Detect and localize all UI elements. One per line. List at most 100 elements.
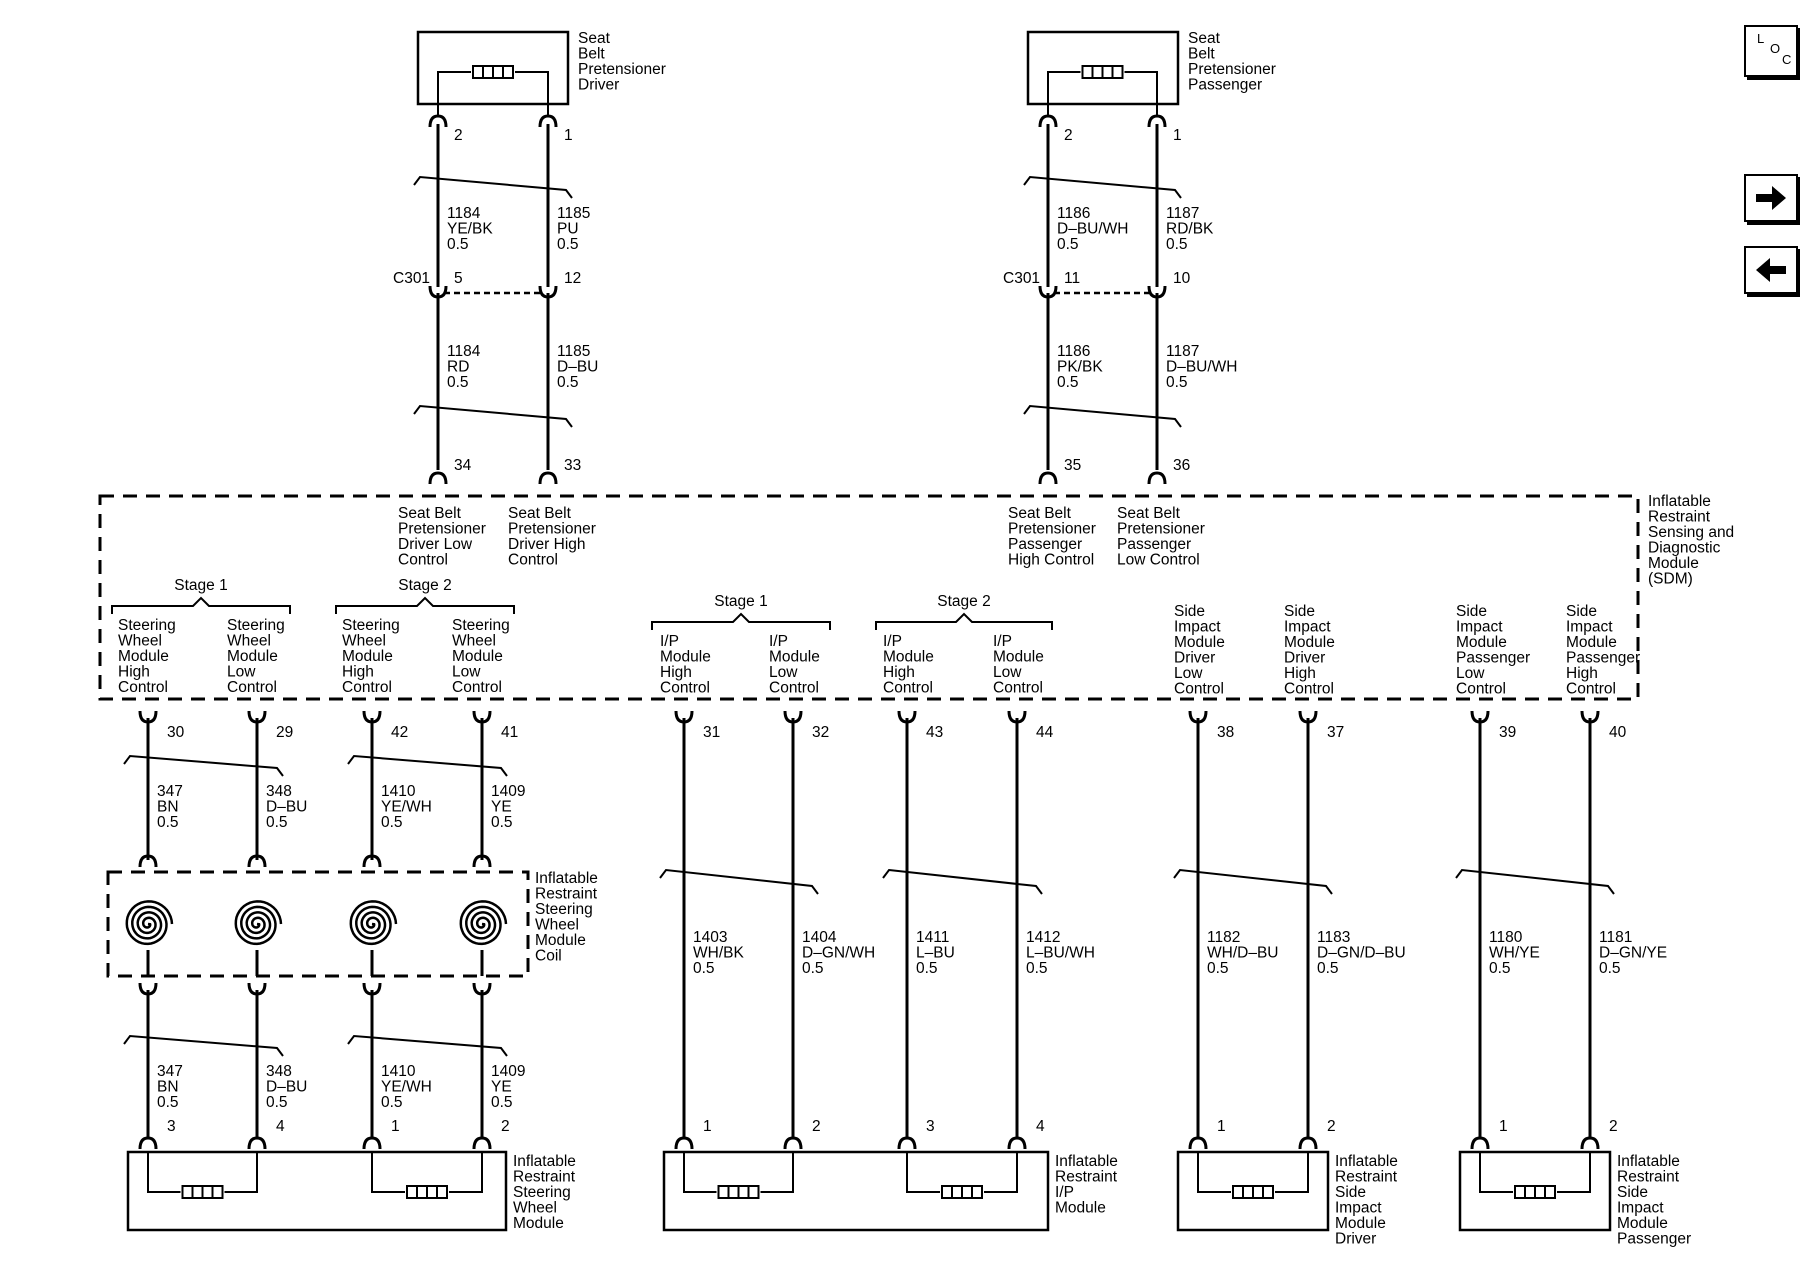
connector-terminal <box>472 1136 492 1150</box>
wire-label: 0.5 <box>491 814 513 831</box>
twisted-pair-marker <box>413 175 573 199</box>
component-label: Inflatable <box>1617 1153 1680 1170</box>
wire-label: YE <box>491 799 512 816</box>
component-label: Inflatable <box>1648 493 1711 510</box>
stage-bracket <box>875 612 1053 630</box>
pin-number: 3 <box>926 1118 935 1135</box>
wire-label: 0.5 <box>693 960 715 977</box>
pin-number: 1 <box>1173 127 1182 144</box>
pin-number: 33 <box>564 457 581 474</box>
component-label: Module <box>1648 555 1699 572</box>
component-label: Module <box>535 932 586 949</box>
pin-function-label: Steering <box>342 617 400 634</box>
pin-function-label: Control <box>118 679 168 696</box>
component-label: Steering <box>535 901 593 918</box>
previous-page-button[interactable] <box>1744 246 1798 294</box>
pin-number: 44 <box>1036 724 1054 741</box>
pin-function-label: Low <box>993 664 1022 681</box>
component-label: Restraint <box>1648 509 1711 526</box>
pin-function-label: Module <box>227 648 278 665</box>
pin-function-label: Driver Low <box>398 536 473 553</box>
wire-label: WH/YE <box>1489 945 1540 962</box>
sdm-module-boundary <box>98 494 1640 701</box>
internal-wire <box>1275 1152 1309 1193</box>
wire-label: 1186 <box>1057 205 1090 222</box>
component-label: Inflatable <box>1335 1153 1398 1170</box>
twisted-pair-marker <box>882 868 1043 895</box>
pin-number: 34 <box>454 457 472 474</box>
pin-number: 2 <box>454 127 463 144</box>
pin-number: 41 <box>501 724 518 741</box>
next-page-button[interactable] <box>1744 174 1798 222</box>
twisted-pair-marker <box>1173 868 1333 895</box>
component-label: Restraint <box>513 1169 576 1186</box>
pin-number: 31 <box>703 724 720 741</box>
pin-function-label: Control <box>769 680 819 697</box>
wire-label: 0.5 <box>381 814 403 831</box>
internal-wire <box>515 71 549 116</box>
wire-label: 0.5 <box>1057 236 1079 253</box>
component-label: Passenger <box>1617 1231 1691 1248</box>
pin-function-label: Steering <box>118 617 176 634</box>
internal-wire <box>147 1152 181 1193</box>
wire-label: 1412 <box>1026 929 1060 946</box>
wire-label: 0.5 <box>1317 960 1339 977</box>
pin-function-label: Side <box>1456 603 1487 620</box>
component-label: Inflatable <box>1055 1153 1118 1170</box>
internal-wire <box>437 71 471 116</box>
wire-label: D–BU <box>266 1079 307 1096</box>
connector-terminal <box>1038 114 1058 128</box>
pin-function-label: High <box>883 664 915 681</box>
pin-function-label: Seat Belt <box>508 505 572 522</box>
stage-label: Stage 1 <box>174 577 227 594</box>
pin-function-label: Module <box>1174 634 1225 651</box>
wire-label: 1182 <box>1207 929 1240 946</box>
pin-function-label: Control <box>1174 681 1224 698</box>
twisted-pair-marker <box>659 868 819 895</box>
internal-wire <box>449 1152 483 1193</box>
wire-label: 0.5 <box>1207 960 1229 977</box>
clockspring-coil-icon <box>234 900 283 946</box>
wire-label: WH/D–BU <box>1207 945 1278 962</box>
pin-number: 5 <box>454 270 463 287</box>
pin-number: 2 <box>501 1118 510 1135</box>
loc-letter-l: L <box>1757 31 1765 46</box>
clockspring-coil-icon <box>125 900 174 946</box>
wire-label: 1185 <box>557 343 590 360</box>
pin-number: 1 <box>391 1118 400 1135</box>
pin-function-label: Driver High <box>508 536 586 553</box>
component-label: Driver <box>1335 1231 1376 1248</box>
pin-function-label: Low <box>452 664 481 681</box>
pin-function-label: Impact <box>1456 619 1503 636</box>
arrow-left-icon <box>1756 258 1786 282</box>
wire-label: 1185 <box>557 205 590 222</box>
wire-label: D–GN/D–BU <box>1317 945 1406 962</box>
component-label: Inflatable <box>535 870 598 887</box>
connector-terminal <box>1580 1136 1600 1150</box>
component-label: Side <box>1335 1184 1366 1201</box>
pin-function-label: I/P <box>660 633 679 650</box>
pin-function-label: I/P <box>883 633 902 650</box>
pin-function-label: Impact <box>1566 619 1613 636</box>
connector-terminal <box>1038 471 1058 485</box>
component-label: Module <box>1055 1200 1106 1217</box>
pin-function-label: High Control <box>1008 552 1094 569</box>
component-label: Module <box>513 1215 564 1232</box>
wire-label: 348 <box>266 1063 292 1080</box>
component-label: Wheel <box>535 917 579 934</box>
pin-function-label: Control <box>1284 681 1334 698</box>
pin-function-label: Passenger <box>1008 536 1082 553</box>
component-label: Belt <box>578 46 605 63</box>
twisted-pair-marker <box>123 1034 284 1057</box>
connector-terminal <box>783 1136 803 1150</box>
wire-label: D–BU/WH <box>1166 359 1237 376</box>
internal-wire <box>906 1152 940 1193</box>
loc-button[interactable]: L O C <box>1744 25 1798 77</box>
wire-label: 1184 <box>447 205 481 222</box>
wire-label: 0.5 <box>557 374 579 391</box>
pin-function-label: Passenger <box>1117 536 1191 553</box>
stage-label: Stage 1 <box>714 593 767 610</box>
pin-function-label: Side <box>1174 603 1205 620</box>
wire-label: 1183 <box>1317 929 1350 946</box>
wire-label: 0.5 <box>266 814 288 831</box>
